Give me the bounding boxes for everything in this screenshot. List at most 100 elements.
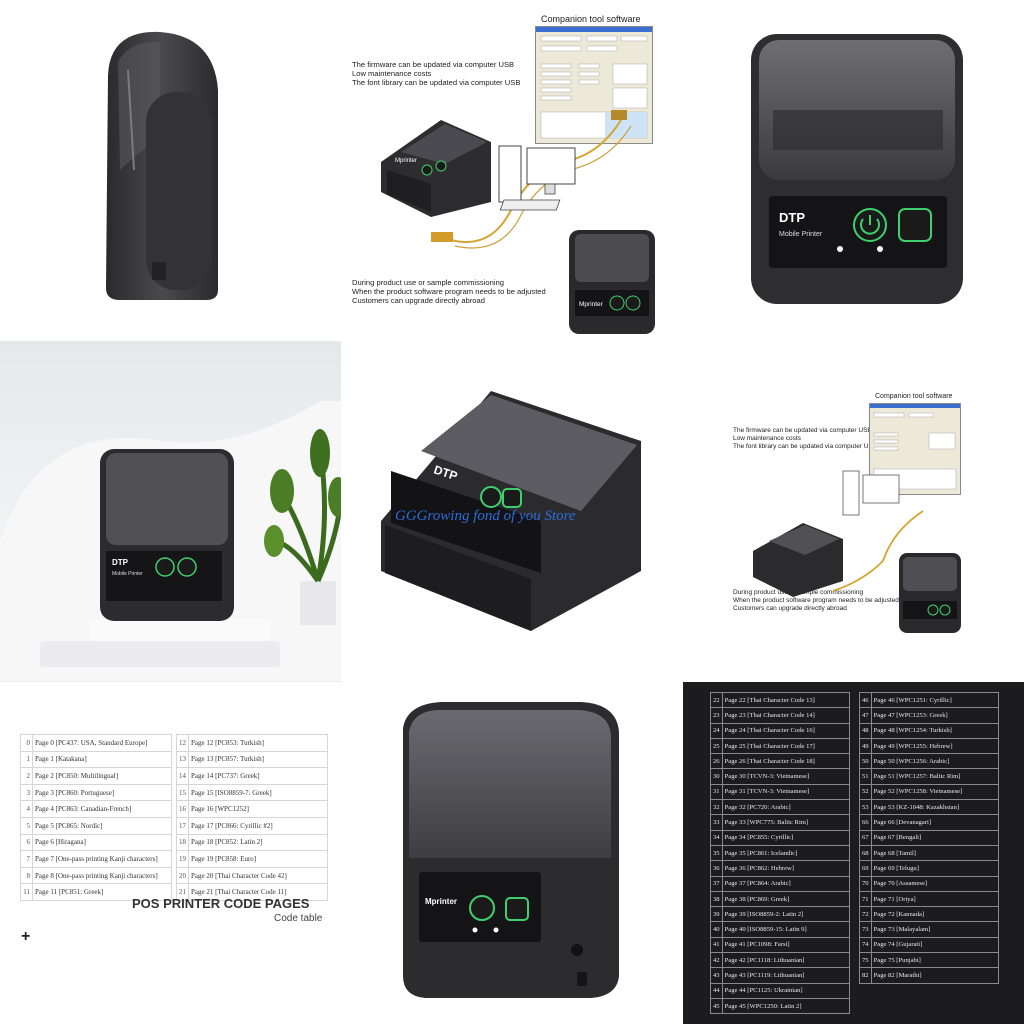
code-page-number: 46 (859, 691, 872, 709)
feature-line-5-small: When the product software program needs … (733, 597, 899, 604)
code-page-label: Page 30 [TCVN-3: Vietnamese] (721, 768, 851, 785)
code-page-number: 25 (710, 737, 723, 755)
lifestyle-panel: DTP Mobile Printer (0, 341, 341, 682)
code-page-label: Page 73 [Malayalam] (870, 921, 1000, 938)
code-page-label: Page 43 [PC1119: Lithuanian] (721, 967, 851, 984)
code-page-number: 66 (859, 814, 872, 831)
mprinter-logo-front-small: Mprinter (579, 301, 604, 308)
code-page-label: Page 47 [WPC1253: Greek] (870, 707, 1000, 724)
lifestyle-scene: DTP Mobile Printer (0, 401, 341, 681)
printers-and-cable-small (753, 470, 961, 633)
code-page-label: Page 36 [PC862: Hebrew] (721, 860, 851, 877)
code-page-label: Page 53 [KZ-1048: Kazakhstan] (870, 799, 1000, 816)
code-page-number: 32 (710, 799, 723, 816)
plus-icon: + (21, 928, 31, 945)
code-page-label: Page 14 [PC737: Greek] (188, 767, 328, 785)
code-page-label: Page 75 [Punjabi] (870, 952, 1000, 969)
code-page-number: 74 (859, 936, 872, 954)
code-page-number: 1 (20, 750, 33, 769)
code-page-label: Page 1 [Katakana] (32, 750, 172, 769)
code-page-number: 33 (710, 814, 723, 831)
code-page-label: Page 70 [Assamese] (870, 875, 1000, 892)
code-page-number: 70 (859, 875, 872, 892)
code-page-number: 37 (710, 875, 723, 892)
dtp-logo: DTP (779, 210, 805, 225)
code-page-label: Page 2 [PC850: Multilingual] (32, 767, 172, 785)
code-page-number: 30 (710, 768, 723, 785)
code-page-number: 20 (176, 866, 189, 885)
code-page-number: 34 (710, 829, 723, 846)
mprinter-logo: Mprinter (425, 897, 457, 906)
code-page-label: Page 16 [WPC1252] (188, 800, 328, 818)
mprinter-front: Mprinter (403, 702, 619, 998)
code-page-number: 47 (859, 707, 872, 724)
code-page-label: Page 51 [WPC1257: Baltic Rim] (870, 768, 1000, 785)
code-page-label: Page 3 [PC860: Portuguese] (32, 783, 172, 802)
dtp-printer-angled: DTP (381, 391, 641, 631)
code-page-number: 69 (859, 860, 872, 877)
code-page-number: 16 (176, 800, 189, 818)
code-page-number: 13 (176, 750, 189, 769)
code-page-number: 2 (20, 767, 33, 785)
code-page-label: Page 0 [PC437: USA, Standard Europe] (32, 734, 172, 752)
code-page-number: 43 (710, 967, 723, 984)
code-page-label: Page 41 [PC1098: Farsi] (721, 936, 851, 954)
feature-line-5: When the product software program needs … (352, 287, 546, 296)
code-page-number: 26 (710, 753, 723, 770)
code-page-number: 23 (710, 707, 723, 724)
code-page-label: Page 12 [PC853: Turkish] (188, 734, 328, 752)
dtp-printer-front: DTP Mobile Printer (751, 34, 963, 304)
code-page-label: Page 4 [PC863: Canadian-French] (32, 800, 172, 818)
code-page-label: Page 22 [Thai Character Code 13] (721, 691, 851, 709)
dtp-subtitle-lifestyle: Mobile Printer (112, 571, 143, 577)
code-page-number: 8 (20, 866, 33, 885)
code-page-number: 44 (710, 982, 723, 999)
code-page-number: 49 (859, 737, 872, 755)
code-page-label: Page 74 [Gujarati] (870, 936, 1000, 954)
plant-icon (264, 429, 341, 625)
code-page-number: 50 (859, 753, 872, 770)
code-page-number: 31 (710, 783, 723, 801)
code-page-number: 45 (710, 997, 723, 1015)
code-page-label: Page 17 [PC866: Cyrillic #2] (188, 816, 328, 835)
code-page-number: 12 (176, 734, 189, 752)
code-page-number: 4 (20, 800, 33, 818)
companion-tool-title-small: Companion tool software (875, 393, 953, 400)
code-page-label: Page 40 [ISO8859-15: Latin 9] (721, 921, 851, 938)
code-page-number: 68 (859, 844, 872, 862)
code-page-label: Page 44 [PC1125: Ukrainian] (721, 982, 851, 999)
code-page-number: 22 (710, 691, 723, 709)
code-page-label: Page 19 [PC858: Euro] (188, 850, 328, 868)
dtp-subtitle: Mobile Printer (779, 231, 823, 238)
